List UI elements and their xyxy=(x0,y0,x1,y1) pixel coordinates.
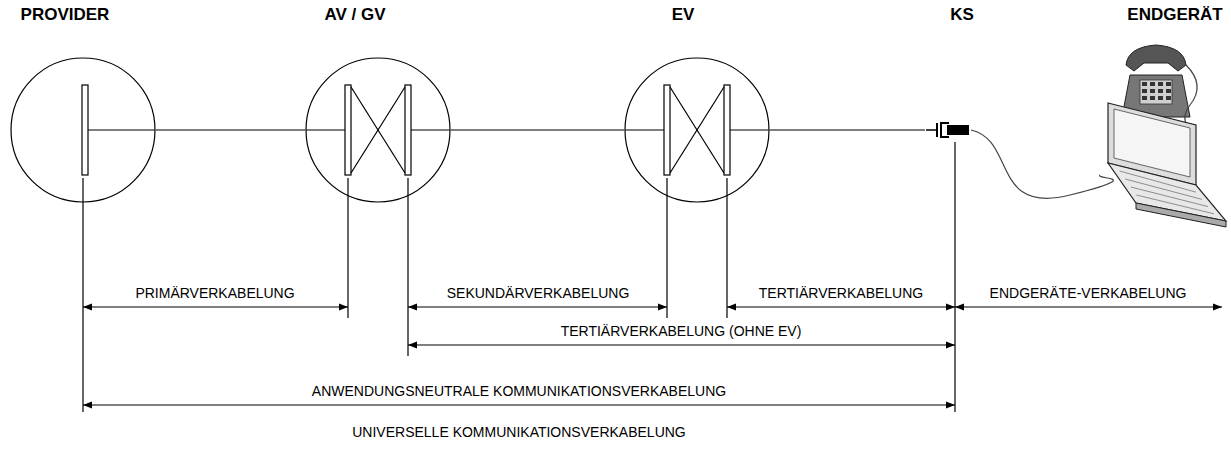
dimension-label: TERTIÄRVERKABELUNG xyxy=(756,285,926,301)
distributor-circle: EV xyxy=(617,5,777,210)
node-heading: PROVIDER xyxy=(21,5,110,25)
device-illustration xyxy=(1078,25,1228,235)
node-heading: ENDGERÄT xyxy=(1127,5,1222,25)
dimension-label: PRIMÄRVERKABELUNG xyxy=(132,285,297,301)
dimension-label: SEKUNDÄRVERKABELUNG xyxy=(444,285,633,301)
dimension-label: ENDGERÄTE-VERKABELUNG xyxy=(987,285,1190,301)
device-cord xyxy=(971,130,1113,198)
node-heading: EV xyxy=(672,5,695,25)
socket-node: KS xyxy=(915,5,1005,150)
distributor-circle: PROVIDER xyxy=(3,5,163,210)
dimension-label: UNIVERSELLE KOMMUNIKATIONSVERKABELUNG xyxy=(349,424,688,440)
dimension-label: ANWENDUNGSNEUTRALE KOMMUNIKATIONSVERKABE… xyxy=(309,383,729,399)
dimension-label: TERTIÄRVERKABELUNG (OHNE EV) xyxy=(558,323,805,339)
cable-line xyxy=(770,129,925,130)
circle-symbol xyxy=(624,57,770,203)
node-heading: KS xyxy=(950,5,974,25)
circle-symbol xyxy=(305,57,451,203)
cable-line xyxy=(156,129,305,130)
socket-symbol xyxy=(925,120,971,140)
circle-symbol xyxy=(10,57,156,203)
distributor-circle: AV / GV xyxy=(298,5,458,210)
node-heading: AV / GV xyxy=(324,5,385,25)
end-device: ENDGERÄT xyxy=(1050,5,1228,245)
cable-line xyxy=(451,129,624,130)
